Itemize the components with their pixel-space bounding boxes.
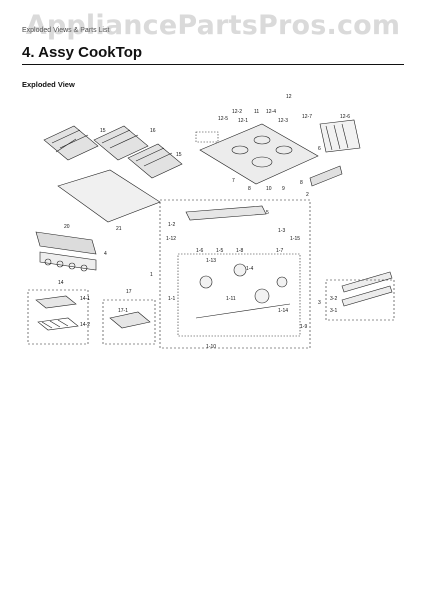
callout-1-11: 1-11 — [226, 296, 236, 302]
control-panel — [35, 231, 97, 272]
cooktop-glass-panel — [57, 169, 161, 223]
callout-12-6: 12-6 — [340, 114, 350, 120]
callout-labels: 15 16 15 21 20 4 14 14-1 14-2 17 17-1 12… — [58, 94, 350, 350]
callout-1-12: 1-12 — [166, 236, 176, 242]
page-title: 4. Assy CookTop — [22, 44, 143, 61]
callout-21: 21 — [116, 226, 122, 232]
callout-17-1: 17-1 — [118, 308, 128, 314]
title-divider — [22, 64, 404, 65]
callout-12: 12 — [286, 94, 292, 100]
cooktop-rack — [319, 119, 361, 153]
burner-grate-left — [43, 125, 99, 161]
accessory-box-14 — [27, 289, 89, 345]
callout-1-6: 1-6 — [196, 248, 203, 254]
callout-1-15: 1-15 — [290, 236, 300, 242]
callout-12-5: 12-5 — [218, 116, 228, 122]
callout-3: 3 — [318, 300, 321, 306]
burner-assembly-box — [159, 199, 311, 349]
callout-3-1: 3-1 — [330, 308, 337, 314]
callout-1-7: 1-7 — [276, 248, 283, 254]
side-rail-assembly — [341, 271, 393, 293]
callout-3-2: 3-2 — [330, 296, 337, 302]
callout-1-9: 1-9 — [300, 324, 307, 330]
section-tag: Exploded Views & Parts List — [22, 27, 110, 34]
callout-1-3: 1-3 — [278, 228, 285, 234]
callout-1-5: 1-5 — [216, 248, 223, 254]
callout-5: 5 — [266, 210, 269, 216]
callout-20: 20 — [64, 224, 70, 230]
callout-12-1: 12-1 — [238, 118, 248, 124]
callout-15b: 15 — [176, 152, 182, 158]
callout-2: 2 — [306, 192, 309, 198]
callout-1-4: 1-4 — [246, 266, 253, 272]
callout-12-3: 12-3 — [278, 118, 288, 124]
callout-16: 16 — [150, 128, 156, 134]
burner-grate-center — [93, 125, 149, 161]
callout-15a: 15 — [100, 128, 106, 134]
callout-1-10: 1-10 — [206, 344, 216, 350]
callout-4: 4 — [104, 251, 107, 257]
callout-14-2: 14-2 — [80, 322, 90, 328]
callout-14-1: 14-1 — [80, 296, 90, 302]
callout-12-2: 12-2 — [232, 109, 242, 115]
callout-1-1: 1-1 — [168, 296, 175, 302]
exploded-view-heading: Exploded View — [22, 80, 75, 89]
callout-7: 7 — [232, 178, 235, 184]
callout-8a: 8 — [248, 186, 251, 192]
callout-1-13: 1-13 — [206, 258, 216, 264]
callout-17: 17 — [126, 289, 132, 295]
callout-1-14: 1-14 — [278, 308, 288, 314]
callout-10: 10 — [266, 186, 272, 192]
callout-11: 11 — [254, 109, 259, 115]
cooktop-bracket — [309, 165, 343, 187]
callout-8b: 8 — [300, 180, 303, 186]
callout-12-4: 12-4 — [266, 109, 276, 115]
cooktop-top-assembly — [195, 123, 319, 185]
callout-9: 9 — [282, 186, 285, 192]
accessory-box-17 — [102, 299, 156, 345]
callout-12-7: 12-7 — [302, 114, 312, 120]
burner-grate-right — [127, 143, 183, 179]
callout-1: 1 — [150, 272, 153, 278]
callout-6: 6 — [318, 146, 321, 152]
callout-14: 14 — [58, 280, 64, 286]
callout-1-8: 1-8 — [236, 248, 243, 254]
callout-1-2: 1-2 — [168, 222, 175, 228]
